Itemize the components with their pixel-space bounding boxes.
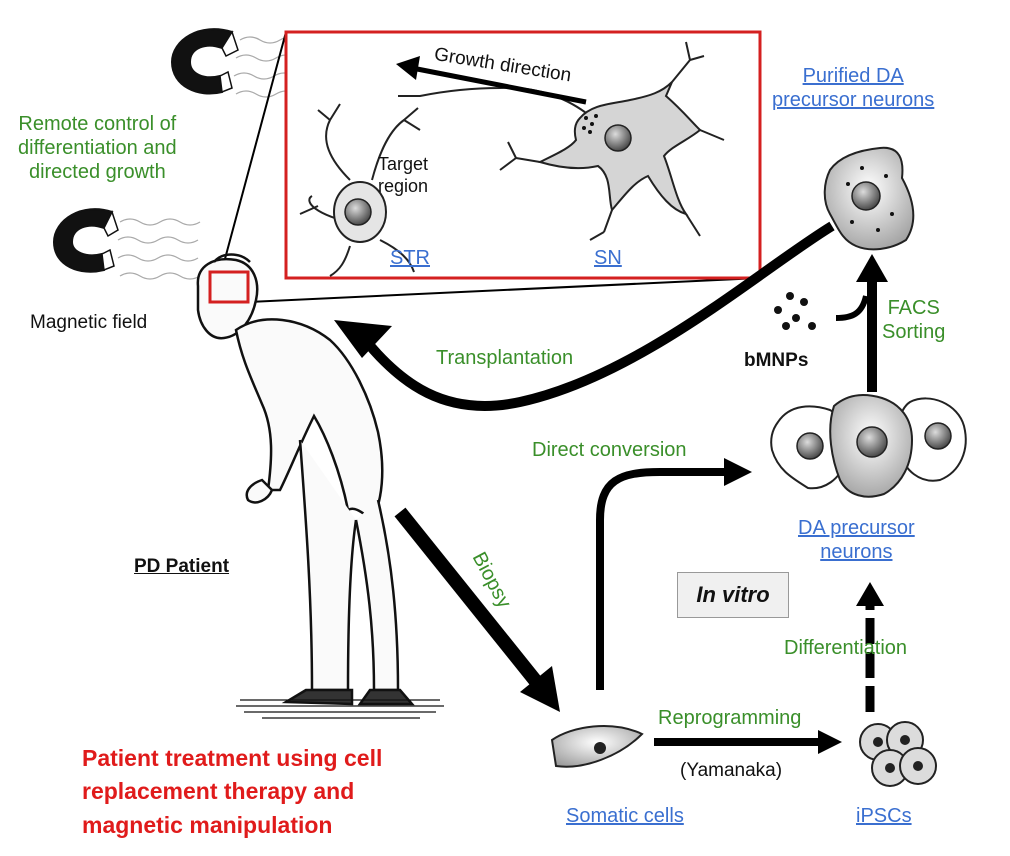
transplantation-label: Transplantation	[436, 347, 574, 369]
transplantation-arrow	[334, 221, 835, 411]
floor-hatching	[236, 699, 444, 719]
sn-particles	[582, 114, 598, 134]
purified-da-neuron	[823, 146, 915, 251]
differentiation-label: Differentiation	[784, 637, 908, 659]
zoom-line-top	[221, 31, 287, 271]
pd-patient-label: PD Patient	[134, 556, 230, 577]
somatic-cells-label: Somatic cells	[566, 805, 684, 827]
facs-arrow	[835, 254, 888, 392]
str-neuron-nucleus	[344, 198, 372, 226]
differentiation-arrow	[856, 582, 884, 712]
magnetic-field-label: Magnetic field	[30, 312, 148, 333]
pd-patient-figure	[196, 253, 415, 706]
bmnps-particles	[774, 292, 816, 330]
yamanaka-label: (Yamanaka)	[680, 760, 783, 781]
ipscs-nuclei	[873, 735, 923, 773]
reprogramming-arrow	[654, 730, 842, 754]
direct-conversion-arrow	[596, 458, 752, 690]
magnet-field-waves-bottom	[117, 218, 201, 280]
in-vitro-label: In vitro	[677, 572, 789, 618]
reprogramming-label: Reprogramming	[658, 707, 802, 729]
da-precursor-cells	[770, 394, 967, 498]
sn-dendrites	[499, 41, 725, 241]
brain-highlight-box	[208, 270, 250, 304]
sn-neuron-nucleus	[604, 124, 632, 152]
bmnps-label: bMNPs	[744, 350, 809, 371]
sn-label: SN	[594, 247, 622, 269]
growth-direction-arrow	[396, 56, 587, 105]
biopsy-arrow	[394, 507, 560, 712]
ipscs-label: iPSCs	[856, 805, 912, 827]
str-label: STR	[390, 247, 430, 269]
zoom-line-bottom	[247, 277, 761, 303]
ipscs-cells	[859, 721, 937, 787]
direct-conversion-label: Direct conversion	[532, 439, 687, 461]
magnet-bottom-icon	[52, 208, 119, 273]
magnet-top-icon	[170, 28, 239, 95]
somatic-cell	[550, 725, 644, 768]
